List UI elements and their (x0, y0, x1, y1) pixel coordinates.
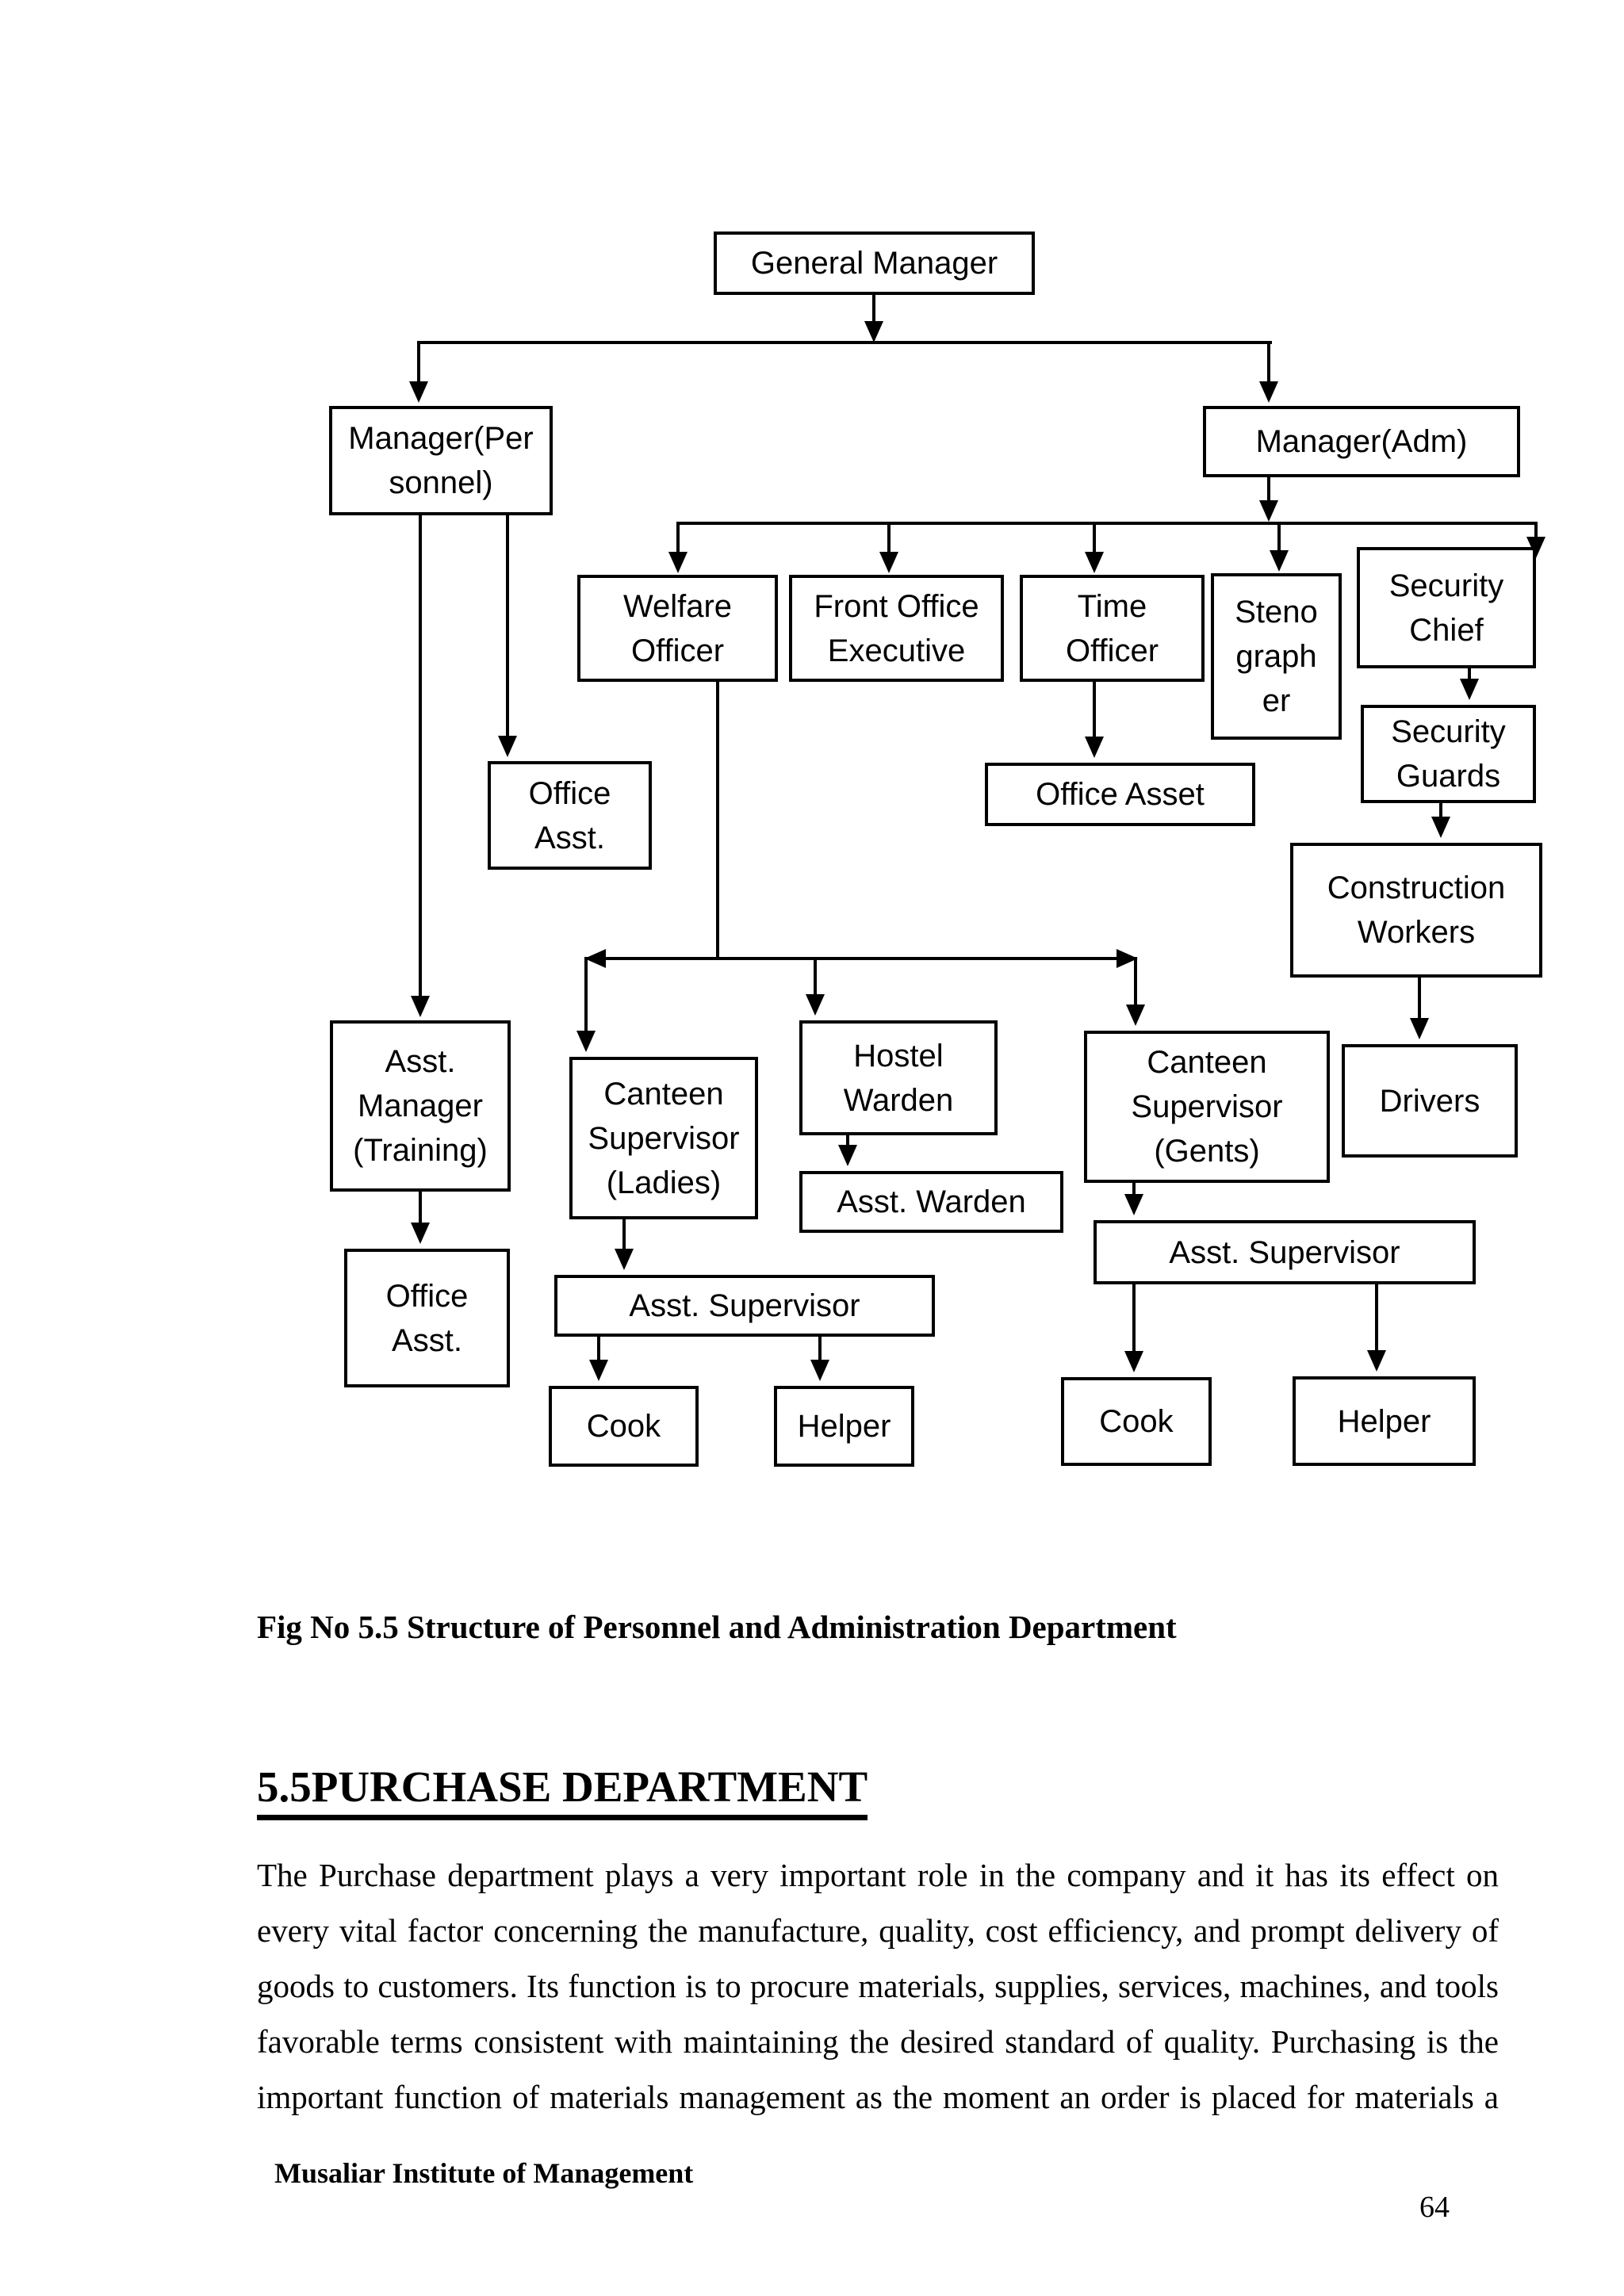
org-node-welfare-officer: Welfare Officer (577, 575, 778, 682)
arrow-down-icon (1126, 1004, 1145, 1026)
connector-line (417, 341, 1272, 344)
arrow-down-icon (838, 1145, 857, 1166)
page-number: 64 (1419, 2191, 1450, 2224)
org-node-asst-supervisor-left: Asst. Supervisor (554, 1275, 935, 1337)
connector-line (1132, 1183, 1136, 1196)
section-heading: 5.5PURCHASE DEPARTMENT (257, 1762, 868, 1820)
connector-line (887, 522, 891, 553)
arrow-down-icon (409, 381, 428, 403)
org-node-asst-warden: Asst. Warden (799, 1171, 1063, 1233)
org-node-front-office-executive: Front Office Executive (789, 575, 1004, 682)
connector-line (678, 522, 1538, 525)
connector-line (597, 1337, 600, 1362)
connector-line (1267, 341, 1270, 382)
connector-line (1277, 522, 1281, 552)
arrow-down-icon (1270, 550, 1289, 572)
arrow-down-icon (498, 736, 517, 757)
body-line: goods to customers. Its function is to p… (257, 1968, 1499, 2004)
org-node-security-chief: Security Chief (1357, 547, 1536, 668)
org-node-construction-workers: Construction Workers (1290, 843, 1542, 978)
arrow-down-icon (1410, 1018, 1429, 1039)
connector-line (506, 515, 509, 737)
arrow-down-icon (576, 1031, 596, 1052)
arrow-down-icon (879, 552, 898, 573)
org-node-asst-manager-training: Asst. Manager (Training) (330, 1020, 511, 1192)
org-node-canteen-supervisor-gents: Canteen Supervisor (Gents) (1084, 1031, 1330, 1183)
connector-line (1132, 1284, 1136, 1353)
connector-line (584, 957, 588, 1033)
body-line: favorable terms consistent with maintain… (257, 2023, 1499, 2060)
connector-line (1093, 682, 1096, 739)
connector-line (1134, 957, 1137, 1006)
arrow-down-icon (1085, 552, 1104, 573)
arrow-down-icon (864, 321, 883, 342)
org-node-canteen-supervisor-ladies: Canteen Supervisor (Ladies) (569, 1057, 758, 1219)
org-node-manager-personnel: Manager(Per sonnel) (329, 406, 553, 515)
connector-line (716, 682, 719, 960)
arrow-down-icon (1367, 1350, 1386, 1372)
org-node-office-asst-2: Office Asst. (344, 1249, 510, 1387)
connector-line (818, 1337, 822, 1362)
arrow-down-icon (1460, 679, 1479, 700)
connector-line (846, 1135, 849, 1147)
connector-line (417, 341, 420, 382)
arrow-down-icon (1085, 737, 1104, 758)
connector-line (1418, 978, 1421, 1020)
connector-line (1093, 522, 1096, 553)
connector-line (591, 957, 1130, 960)
org-node-drivers: Drivers (1342, 1044, 1518, 1158)
arrow-down-icon (1124, 1194, 1143, 1215)
arrow-down-icon (1431, 817, 1450, 838)
connector-line (676, 522, 680, 553)
connector-line (814, 957, 817, 997)
connector-line (1267, 477, 1270, 503)
body-line: The Purchase department plays a very imp… (257, 1857, 1499, 1893)
org-node-asst-supervisor-right: Asst. Supervisor (1094, 1220, 1476, 1284)
footer-institute: Musaliar Institute of Management (274, 2157, 694, 2189)
arrow-down-icon (1259, 500, 1278, 522)
org-node-stenographer: Steno graph er (1211, 573, 1342, 740)
connector-line (872, 295, 875, 323)
org-node-office-asset: Office Asset (985, 763, 1255, 826)
org-node-general-manager: General Manager (714, 232, 1035, 295)
figure-caption: Fig No 5.5 Structure of Personnel and Ad… (257, 1609, 1177, 1645)
org-node-hostel-warden: Hostel Warden (799, 1020, 998, 1135)
arrow-down-icon (1259, 381, 1278, 403)
arrow-down-icon (1526, 537, 1545, 558)
connector-line (622, 1219, 626, 1251)
connector-line (1375, 1284, 1378, 1353)
org-node-office-asst-1: Office Asst. (488, 761, 652, 870)
org-node-manager-adm: Manager(Adm) (1203, 406, 1520, 477)
body-line: important function of materials manageme… (257, 2079, 1499, 2115)
arrow-down-icon (668, 552, 688, 573)
connector-line (1468, 668, 1471, 681)
body-line: every vital factor concerning the manufa… (257, 1912, 1499, 1949)
connector-line (1439, 803, 1442, 819)
arrow-down-icon (806, 994, 825, 1016)
org-node-helper-right: Helper (1293, 1376, 1476, 1466)
body-paragraph: The Purchase department plays a very imp… (257, 1854, 1499, 2131)
arrow-left-icon (584, 949, 606, 968)
org-node-cook-left: Cook (549, 1386, 699, 1467)
org-node-time-officer: Time Officer (1020, 575, 1205, 682)
connector-line (419, 1192, 422, 1225)
org-node-cook-right: Cook (1061, 1377, 1212, 1466)
arrow-down-icon (1124, 1351, 1143, 1372)
arrow-down-icon (810, 1360, 829, 1381)
arrow-down-icon (411, 996, 430, 1017)
connector-line (419, 515, 422, 997)
arrow-down-icon (615, 1249, 634, 1270)
arrow-down-icon (589, 1360, 608, 1381)
arrow-down-icon (411, 1223, 430, 1244)
connector-line (1534, 522, 1538, 539)
org-node-helper-left: Helper (774, 1386, 914, 1467)
org-node-security-guards: Security Guards (1361, 705, 1536, 803)
